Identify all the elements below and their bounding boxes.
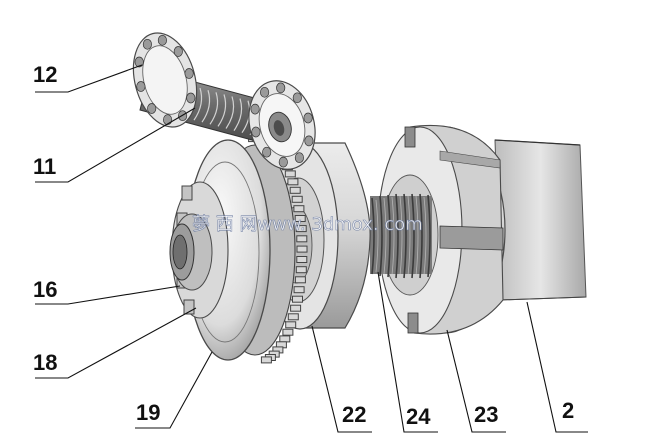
gear-tooth <box>287 178 299 186</box>
worm-thread <box>201 90 211 123</box>
gear-tooth <box>285 321 297 329</box>
bearing-ball <box>260 86 270 98</box>
worm-thread <box>209 92 219 125</box>
watermark-text: 夢 西 网www. 3dmox. com <box>192 214 423 235</box>
worm-thread <box>217 94 227 127</box>
gear-tooth <box>282 328 294 336</box>
gear-tooth <box>260 356 272 364</box>
bearing-ball <box>136 81 146 92</box>
gear-tooth <box>296 256 308 263</box>
gear-tooth <box>295 225 307 233</box>
callout-24: 24 <box>406 404 431 429</box>
bearing-ball <box>304 135 314 147</box>
bearing-ball <box>262 146 272 158</box>
gear-tooth <box>295 266 307 274</box>
gear-tooth <box>293 205 305 213</box>
gear-tooth <box>284 170 296 178</box>
bearing-ball <box>134 56 144 68</box>
bearing-ball <box>276 82 286 94</box>
threaded-shaft-part-24 <box>370 193 432 279</box>
bearing-ball <box>173 46 183 57</box>
callout-labels: 12 11 16 18 19 22 24 23 2 <box>33 62 574 429</box>
bearing-ball <box>157 34 167 46</box>
bearing-ball <box>303 112 313 124</box>
gear-tooth <box>294 276 306 284</box>
bearing-ball <box>163 114 173 126</box>
gear-tooth <box>291 195 303 203</box>
callout-2: 2 <box>562 398 574 423</box>
worm-thread <box>233 98 243 131</box>
bearing-ball <box>292 92 302 104</box>
bearing-front <box>248 80 316 170</box>
leader-lines <box>35 64 588 433</box>
bearing-part-12 <box>132 32 198 128</box>
callout-22: 22 <box>342 402 366 427</box>
gear-tooth <box>289 186 301 194</box>
bearing-ball <box>147 103 157 114</box>
bearing-ball <box>278 156 288 168</box>
bushing-part-18 <box>169 223 195 281</box>
gear-tooth <box>296 235 308 243</box>
callout-18: 18 <box>33 350 57 375</box>
worm-thread <box>225 96 235 129</box>
bearing-ball <box>294 152 304 164</box>
callout-23: 23 <box>474 402 498 427</box>
gear-tooth <box>279 335 291 343</box>
callout-11: 11 <box>33 154 56 179</box>
shaft-part-2 <box>494 139 587 301</box>
bearing-ball <box>142 38 152 50</box>
bearing-ball <box>251 126 261 138</box>
gear-tooth <box>292 295 303 303</box>
bearing-ball <box>250 103 260 115</box>
bearing-ball <box>184 68 194 79</box>
gear-tooth <box>287 313 299 321</box>
gear-tooth <box>296 245 308 253</box>
worm-thread <box>193 87 203 121</box>
gear-tooth <box>294 215 306 222</box>
gear-tooth <box>293 286 305 294</box>
callout-16: 16 <box>33 277 57 302</box>
callout-19: 19 <box>136 400 160 425</box>
gear-tooth <box>290 304 302 312</box>
bearing-ball <box>186 92 196 104</box>
callout-12: 12 <box>33 62 57 87</box>
